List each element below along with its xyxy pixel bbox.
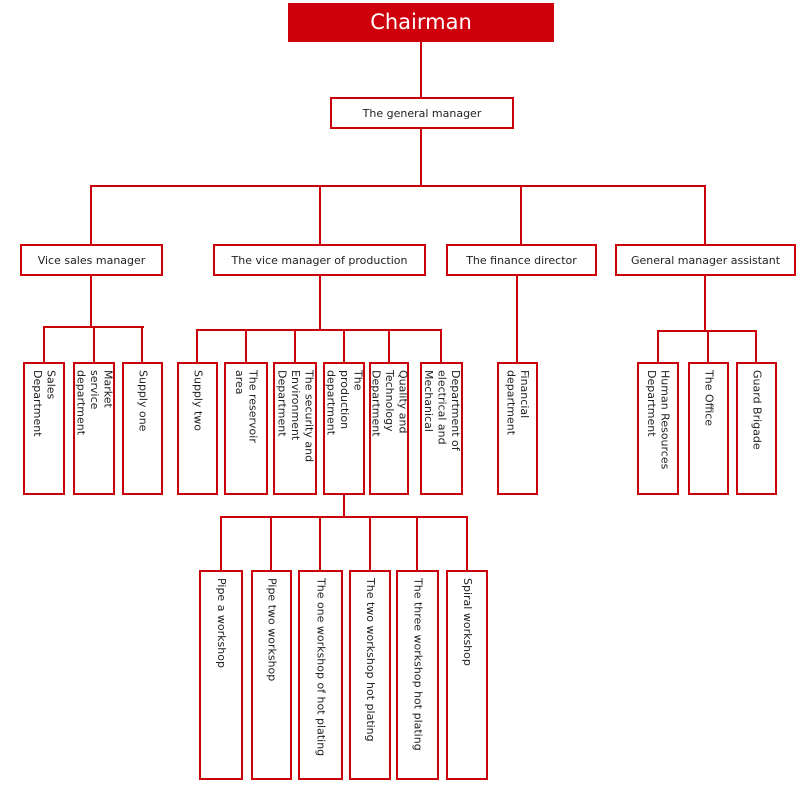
node-pipe-a-workshop: Pipe a workshop bbox=[199, 570, 243, 780]
connector-drop-vice-sales bbox=[90, 185, 92, 244]
node-hot-plating-one-workshop-label: The one workshop of hot plating bbox=[314, 578, 328, 757]
connector-drop-hot-one bbox=[319, 516, 321, 570]
node-hot-plating-two-workshop-label: The two workshop hot plating bbox=[363, 578, 377, 742]
connector-production-horizontal bbox=[196, 329, 442, 331]
node-general-manager: The general manager bbox=[330, 97, 514, 129]
connector-drop-pipe-a bbox=[220, 516, 222, 570]
node-production-department-label: The production department bbox=[324, 370, 365, 436]
node-financial-department-label: Financial department bbox=[504, 370, 532, 436]
connector-drop-quality bbox=[388, 329, 390, 362]
connector-assistant-stem bbox=[704, 276, 706, 331]
node-spiral-workshop: Spiral workshop bbox=[446, 570, 488, 780]
node-supply-one-label: Supply one bbox=[136, 370, 150, 432]
node-finance-director: The finance director bbox=[446, 244, 597, 276]
connector-drop-production-department bbox=[343, 329, 345, 362]
node-vice-manager-production: The vice manager of production bbox=[213, 244, 426, 276]
connector-workshops-horizontal bbox=[220, 516, 468, 518]
node-hot-plating-one-workshop: The one workshop of hot plating bbox=[298, 570, 343, 780]
node-production-department: The production department bbox=[323, 362, 365, 495]
node-security-environment-department: The security and Environment Department bbox=[273, 362, 317, 495]
node-guard-brigade: Guard Brigade bbox=[736, 362, 777, 495]
connector-drop-spiral bbox=[466, 516, 468, 570]
connector-drop-reservoir bbox=[245, 329, 247, 362]
node-chairman: Chairman bbox=[288, 3, 554, 42]
node-human-resources-department-label: Human Resources Department bbox=[645, 370, 672, 470]
node-pipe-two-workshop: Pipe two workshop bbox=[251, 570, 292, 780]
node-electrical-mechanical-department-label: Department of electrical and Mechanical bbox=[421, 370, 462, 451]
connector-drop-hot-two bbox=[369, 516, 371, 570]
node-supply-one: Supply one bbox=[122, 362, 163, 495]
node-pipe-two-workshop-label: Pipe two workshop bbox=[265, 578, 279, 682]
node-pipe-a-workshop-label: Pipe a workshop bbox=[214, 578, 228, 668]
node-reservoir-area: The reservoir area bbox=[224, 362, 268, 495]
connector-drop-security bbox=[294, 329, 296, 362]
connector-drop-electrical bbox=[440, 329, 442, 362]
connector-drop-finance bbox=[520, 185, 522, 244]
node-vice-sales-manager: Vice sales manager bbox=[20, 244, 163, 276]
connector-drop-market-service bbox=[93, 326, 95, 362]
node-market-service-department-label: Market service department bbox=[74, 370, 115, 436]
node-quality-technology-department-label: Quality and Technology Department bbox=[369, 370, 410, 437]
connector-drop-pipe-two bbox=[270, 516, 272, 570]
connector-drop-supply-two bbox=[196, 329, 198, 362]
connector-level3-horizontal bbox=[90, 185, 706, 187]
node-financial-department: Financial department bbox=[497, 362, 538, 495]
node-guard-brigade-label: Guard Brigade bbox=[750, 370, 764, 450]
node-reservoir-area-label: The reservoir area bbox=[233, 370, 260, 443]
node-hot-plating-three-workshop-label: The three workshop hot plating bbox=[411, 578, 425, 751]
node-security-environment-department-label: The security and Environment Department bbox=[275, 370, 316, 463]
connector-chairman-gm bbox=[420, 42, 422, 97]
connector-drop-supply-one bbox=[141, 326, 143, 362]
node-spiral-workshop-label: Spiral workshop bbox=[460, 578, 474, 666]
node-sales-department: Sales Department bbox=[23, 362, 65, 495]
node-hot-plating-three-workshop: The three workshop hot plating bbox=[396, 570, 439, 780]
connector-drop-production bbox=[319, 185, 321, 244]
connector-drop-assistant bbox=[704, 185, 706, 244]
connector-finance-stem bbox=[516, 276, 518, 362]
node-the-office-label: The Office bbox=[702, 370, 716, 427]
connector-gm-trunk bbox=[420, 129, 422, 186]
node-electrical-mechanical-department: Department of electrical and Mechanical bbox=[420, 362, 463, 495]
connector-drop-human-resources bbox=[657, 330, 659, 362]
node-sales-department-label: Sales Department bbox=[31, 370, 58, 437]
connector-drop-guard bbox=[755, 330, 757, 362]
node-hot-plating-two-workshop: The two workshop hot plating bbox=[349, 570, 391, 780]
node-human-resources-department: Human Resources Department bbox=[637, 362, 679, 495]
node-the-office: The Office bbox=[688, 362, 729, 495]
connector-production-stem bbox=[319, 276, 321, 330]
node-general-manager-assistant: General manager assistant bbox=[615, 244, 796, 276]
node-supply-two: Supply two bbox=[177, 362, 218, 495]
node-quality-technology-department: Quality and Technology Department bbox=[369, 362, 409, 495]
connector-drop-hot-three bbox=[416, 516, 418, 570]
connector-drop-office bbox=[707, 330, 709, 362]
node-market-service-department: Market service department bbox=[73, 362, 115, 495]
node-supply-two-label: Supply two bbox=[191, 370, 205, 432]
connector-sales-stem bbox=[90, 276, 92, 327]
connector-drop-sales-department bbox=[43, 326, 45, 362]
connector-workshops-stem bbox=[343, 495, 345, 518]
